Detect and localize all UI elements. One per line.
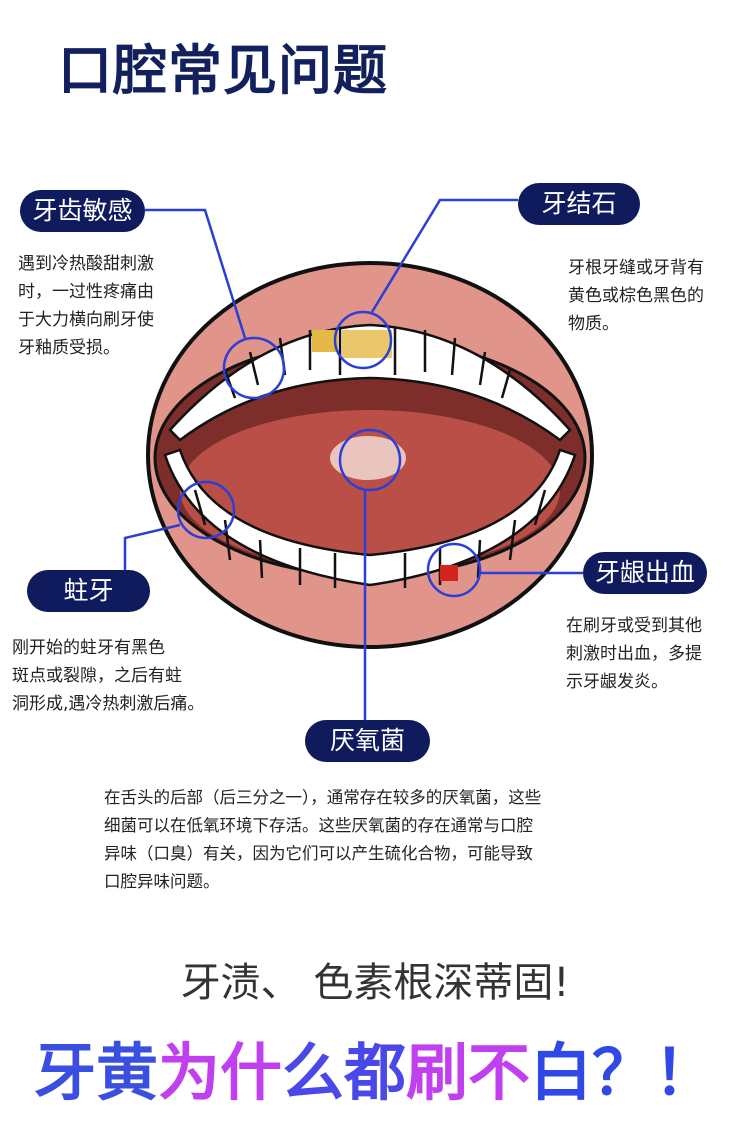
desc-line: 在舌头的后部（后三分之一），通常存在较多的厌氧菌，这些 [104, 788, 542, 807]
desc-anaerobes: 在舌头的后部（后三分之一），通常存在较多的厌氧菌，这些 细菌可以在低氧环境下存活… [104, 784, 541, 896]
desc-line: 黄色或棕色黑色的 [568, 286, 704, 306]
desc-line: 刺激时出血，多提 [566, 644, 702, 664]
tongue-coating [330, 436, 406, 480]
desc-line: 斑点或裂隙，之后有蛀 [12, 666, 182, 686]
desc-line: 于大力横向刷牙使 [18, 310, 154, 330]
badge-anaerobes: 厌氧菌 [305, 720, 430, 762]
page-title: 口腔常见问题 [58, 39, 388, 102]
desc-line: 物质。 [568, 314, 619, 334]
desc-tooth-sensitivity: 遇到冷热酸甜刺激 时，一过性疼痛由 于大力横向刷牙使 牙釉质受损。 [18, 250, 154, 362]
desc-line: 口腔异味问题。 [104, 872, 220, 891]
headline-part: 牙黄 [33, 1036, 158, 1109]
badge-cavity: 蛀牙 [27, 570, 150, 612]
desc-tartar: 牙根牙缝或牙背有 黄色或棕色黑色的 物质。 [568, 254, 704, 338]
badge-tooth-sensitivity: 牙齿敏感 [20, 190, 145, 232]
headline-part: 刷不 [406, 1036, 531, 1109]
headline-part: 么都 [281, 1036, 406, 1109]
desc-cavity: 刚开始的蛀牙有黑色 斑点或裂隙，之后有蛀 洞形成,遇冷热刺激后痛。 [12, 634, 204, 718]
subtitle: 牙渍、 色素根深蒂固! [180, 960, 570, 1006]
headline-part: 白？！ [530, 1036, 717, 1109]
desc-line: 在刷牙或受到其他 [566, 616, 702, 636]
badge-gum-bleeding: 牙龈出血 [583, 552, 707, 594]
desc-line: 刚开始的蛀牙有黑色 [12, 638, 165, 658]
headline-part: 为什 [157, 1036, 282, 1109]
desc-line: 时，一过性疼痛由 [18, 282, 154, 302]
badge-tartar: 牙结石 [518, 183, 640, 225]
desc-line: 牙釉质受损。 [18, 338, 120, 358]
headline: 牙黄为什么都刷不白？！ [0, 1022, 750, 1112]
desc-line: 细菌可以在低氧环境下存活。这些厌氧菌的存在通常与口腔 [104, 816, 533, 835]
desc-gum-bleeding: 在刷牙或受到其他 刺激时出血，多提 示牙龈发炎。 [566, 612, 702, 696]
desc-line: 遇到冷热酸甜刺激 [18, 254, 154, 274]
desc-line: 示牙龈发炎。 [566, 672, 668, 692]
desc-line: 洞形成,遇冷热刺激后痛。 [12, 694, 205, 714]
desc-line: 异味（口臭）有关，因为它们可以产生硫化合物，可能导致 [104, 844, 533, 863]
desc-line: 牙根牙缝或牙背有 [568, 258, 704, 278]
callout-lines [123, 198, 583, 720]
